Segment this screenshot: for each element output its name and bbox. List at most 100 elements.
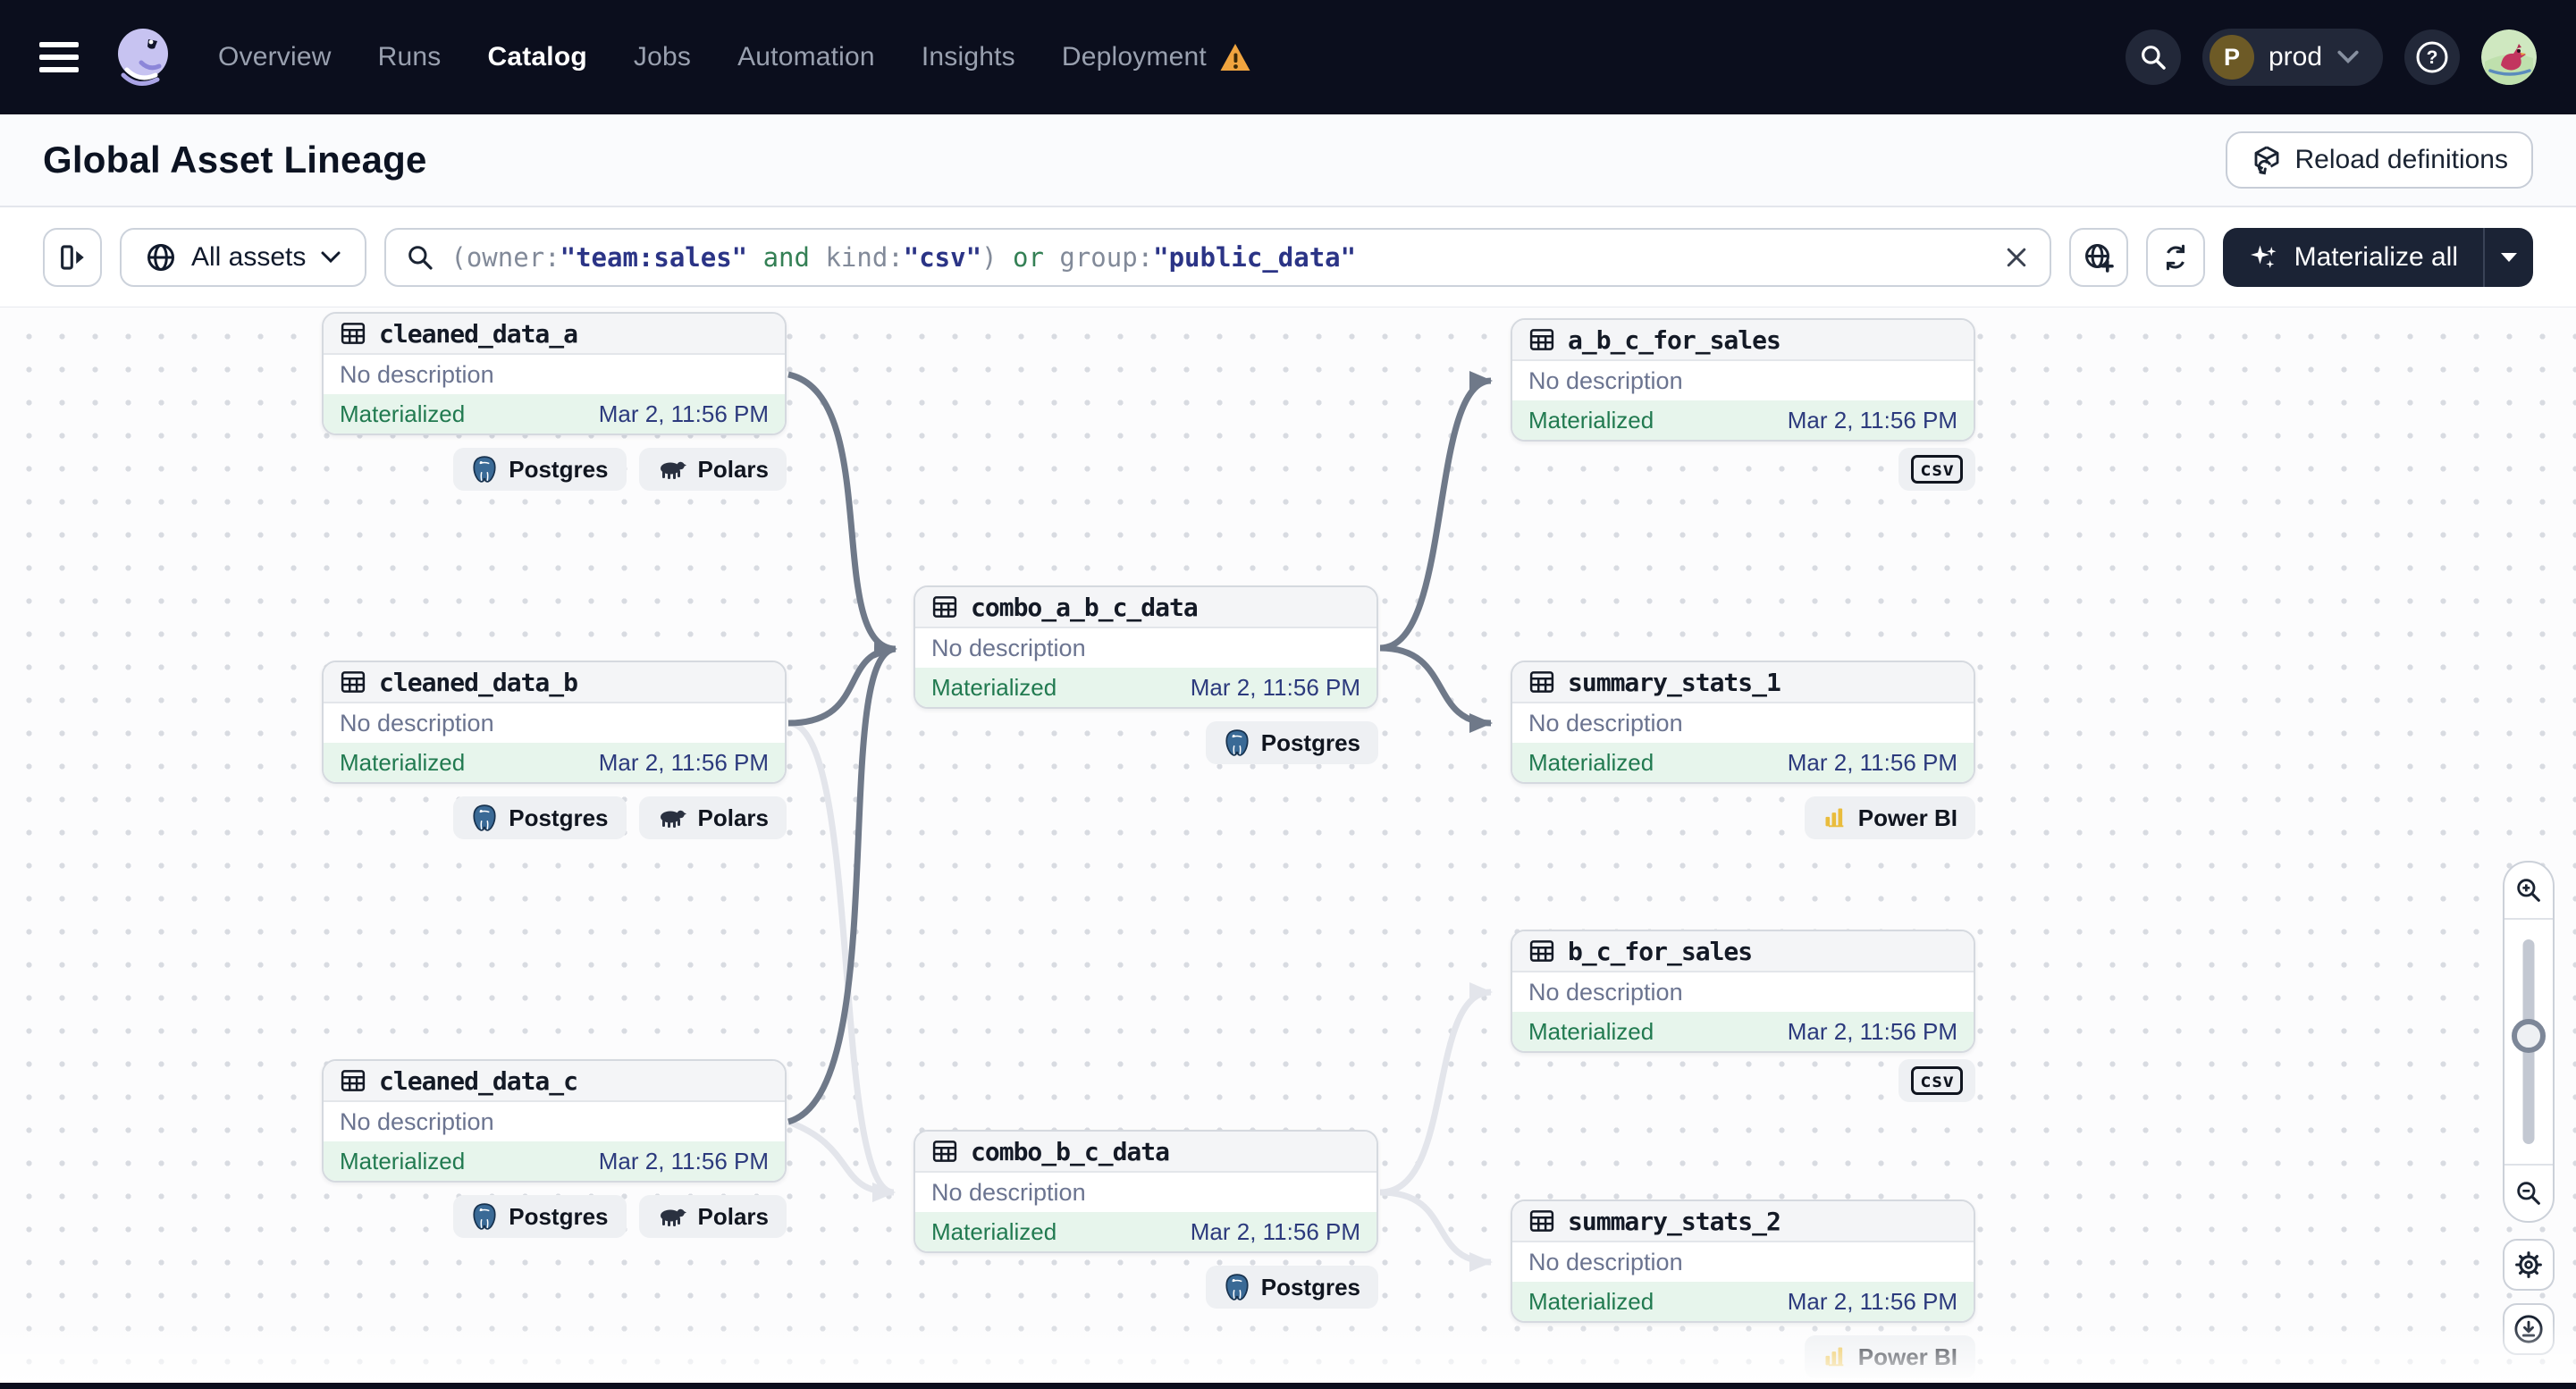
tag-postgres[interactable]: Postgres [1205, 1266, 1378, 1309]
search-button[interactable] [2125, 29, 2181, 85]
zoom-slider[interactable] [2504, 918, 2553, 1166]
tag-polars[interactable]: Polars [638, 796, 787, 839]
collapse-panel-button[interactable] [43, 227, 102, 287]
zoom-slider-thumb[interactable] [2512, 1019, 2546, 1053]
asset-status: Materialized [1528, 1287, 1654, 1315]
asset-timestamp[interactable]: Mar 2, 11:56 PM [1190, 673, 1360, 701]
top-nav: Overview Runs Catalog Jobs Automation In… [0, 0, 2576, 114]
chevron-down-icon [321, 251, 341, 263]
asset-timestamp[interactable]: Mar 2, 11:56 PM [598, 1147, 769, 1174]
asset-node-b_c_for_sales[interactable]: b_c_for_sales No description Materialize… [1511, 930, 1975, 1053]
asset-status: Materialized [1528, 748, 1654, 776]
table-icon [341, 1070, 366, 1091]
asset-timestamp[interactable]: Mar 2, 11:56 PM [598, 748, 769, 776]
menu-icon[interactable] [39, 42, 79, 72]
asset-timestamp[interactable]: Mar 2, 11:56 PM [1787, 1287, 1957, 1315]
asset-status: Materialized [931, 1217, 1057, 1245]
filter-query-text: (owner:"team:sales" and kind:"csv") or g… [450, 241, 1357, 273]
reload-definitions-button[interactable]: Reload definitions [2225, 131, 2533, 189]
user-avatar[interactable] [2481, 29, 2537, 85]
asset-node-summary_stats_2[interactable]: summary_stats_2 No description Materiali… [1511, 1200, 1975, 1323]
dagster-logo-icon[interactable] [111, 23, 179, 91]
asset-name: combo_a_b_c_data [971, 592, 1199, 622]
reload-cube-icon [2254, 146, 2278, 175]
lineage-graph-canvas[interactable]: cleaned_data_a No description Materializ… [0, 307, 2576, 1389]
tag-postgres[interactable]: Postgres [453, 1195, 627, 1238]
refresh-button[interactable] [2145, 227, 2205, 287]
external-assets-button[interactable] [2068, 227, 2128, 287]
tag-polars[interactable]: Polars [638, 448, 787, 491]
tag-polars[interactable]: Polars [638, 1195, 787, 1238]
edge-faint-group [787, 720, 1493, 1272]
asset-name: summary_stats_1 [1568, 667, 1781, 697]
asset-name: b_c_for_sales [1568, 936, 1753, 966]
table-icon [932, 596, 957, 618]
zoom-in-button[interactable] [2504, 863, 2553, 918]
asset-status: Materialized [1528, 1017, 1654, 1045]
materialize-options-button[interactable] [2483, 227, 2533, 287]
asset-description: No description [340, 360, 494, 388]
refresh-icon [2166, 244, 2185, 270]
chevron-down-icon [2337, 50, 2359, 63]
asset-status: Materialized [1528, 406, 1654, 434]
tag-powerbi[interactable]: Power BI [1804, 1335, 1975, 1378]
nav-item-insights[interactable]: Insights [921, 42, 1015, 72]
download-icon [2514, 1315, 2543, 1343]
asset-timestamp[interactable]: Mar 2, 11:56 PM [598, 400, 769, 427]
table-icon [341, 323, 366, 344]
table-icon [341, 671, 366, 693]
tag-csv[interactable]: csv [1898, 1059, 1975, 1102]
asset-timestamp[interactable]: Mar 2, 11:56 PM [1787, 406, 1957, 434]
asset-node-cleaned_data_b[interactable]: cleaned_data_b No description Materializ… [322, 661, 787, 784]
asset-node-combo_b_c_data[interactable]: combo_b_c_data No description Materializ… [913, 1130, 1378, 1253]
nav-item-deployment[interactable]: Deployment [1062, 42, 1251, 72]
nav-item-jobs[interactable]: Jobs [633, 42, 692, 72]
help-button[interactable]: ? [2404, 29, 2460, 85]
download-view-button[interactable] [2503, 1303, 2555, 1355]
asset-timestamp[interactable]: Mar 2, 11:56 PM [1190, 1217, 1360, 1245]
powerbi-icon [1825, 1347, 1844, 1367]
tag-csv[interactable]: csv [1898, 448, 1975, 491]
nav-item-runs[interactable]: Runs [377, 42, 442, 72]
asset-description: No description [1528, 1248, 1683, 1275]
search-icon [408, 245, 433, 270]
materialize-all-split-button: Materialize all [2222, 227, 2533, 287]
zoom-out-button[interactable] [2504, 1166, 2553, 1221]
postgres-icon [473, 1203, 496, 1230]
clear-filter-icon[interactable] [2003, 244, 2030, 271]
asset-tags-a_b_c_for_sales: csv [1511, 448, 1975, 491]
asset-node-a_b_c_for_sales[interactable]: a_b_c_for_sales No description Materiali… [1511, 318, 1975, 442]
graph-settings-button[interactable] [2503, 1239, 2555, 1291]
warning-icon [1220, 44, 1250, 71]
asset-filter-input[interactable]: (owner:"team:sales" and kind:"csv") or g… [384, 227, 2051, 287]
postgres-icon [1225, 729, 1249, 756]
caret-down-icon [2501, 252, 2517, 262]
asset-name: combo_b_c_data [971, 1136, 1170, 1166]
tag-postgres[interactable]: Postgres [1205, 721, 1378, 764]
asset-node-summary_stats_1[interactable]: summary_stats_1 No description Materiali… [1511, 661, 1975, 784]
search-icon [2142, 46, 2166, 70]
environment-avatar: P [2209, 35, 2254, 80]
asset-tags-cleaned_data_c: Postgres Polars [322, 1195, 787, 1238]
asset-timestamp[interactable]: Mar 2, 11:56 PM [1787, 748, 1957, 776]
asset-node-cleaned_data_c[interactable]: cleaned_data_c No description Materializ… [322, 1059, 787, 1183]
zoom-out-icon [2517, 1182, 2540, 1205]
postgres-icon [1225, 1274, 1249, 1301]
materialize-all-button[interactable]: Materialize all [2223, 228, 2483, 287]
asset-timestamp[interactable]: Mar 2, 11:56 PM [1787, 1017, 1957, 1045]
nav-item-automation[interactable]: Automation [737, 42, 875, 72]
asset-status: Materialized [931, 673, 1057, 701]
window-bottom-edge [0, 1383, 2576, 1389]
asset-scope-dropdown[interactable]: All assets [120, 227, 367, 287]
asset-node-combo_a_b_c_data[interactable]: combo_a_b_c_data No description Material… [913, 585, 1378, 709]
tag-postgres[interactable]: Postgres [453, 448, 627, 491]
tag-powerbi[interactable]: Power BI [1804, 796, 1975, 839]
powerbi-icon [1825, 808, 1844, 828]
globe-plus-icon [2084, 243, 2114, 273]
tag-postgres[interactable]: Postgres [453, 796, 627, 839]
sparkles-icon [2250, 245, 2277, 268]
environment-switcher[interactable]: P prod [2201, 29, 2383, 86]
nav-item-catalog[interactable]: Catalog [487, 42, 587, 72]
nav-item-overview[interactable]: Overview [218, 42, 332, 72]
asset-node-cleaned_data_a[interactable]: cleaned_data_a No description Materializ… [322, 312, 787, 435]
